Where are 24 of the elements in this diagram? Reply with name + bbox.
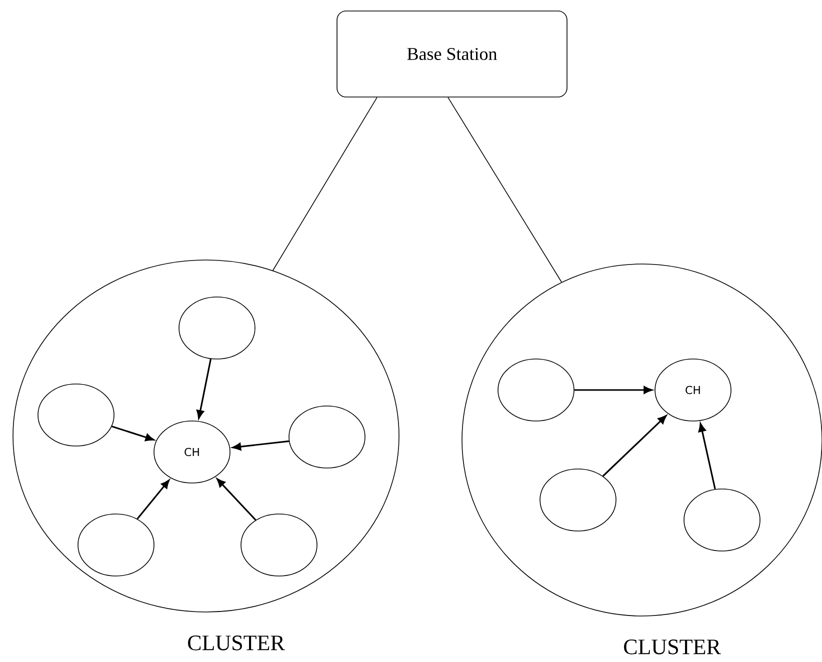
cluster-label: CLUSTER [624,640,721,654]
base-station-box: Base Station [336,10,568,98]
cluster-circle [12,260,400,612]
sensor-node [540,468,616,532]
sensor-node [38,384,114,446]
arrow [574,386,652,394]
sensor-node [684,488,760,552]
sensor-node [498,358,574,422]
cluster-head-node: CH [654,358,732,422]
connector-line [272,97,378,271]
arrow [196,358,212,419]
arrow [698,423,716,490]
cluster-head-node: CH [154,420,230,484]
sensor-node [288,406,366,468]
sensor-node [178,296,256,360]
sensor-node [78,514,154,576]
arrow [232,440,290,450]
arrow [216,478,256,521]
arrow [136,480,170,520]
arrow [112,426,154,442]
arrow [602,415,667,477]
cluster-label: CLUSTER [188,636,285,650]
sensor-node [240,514,318,576]
connector-line [448,97,562,283]
